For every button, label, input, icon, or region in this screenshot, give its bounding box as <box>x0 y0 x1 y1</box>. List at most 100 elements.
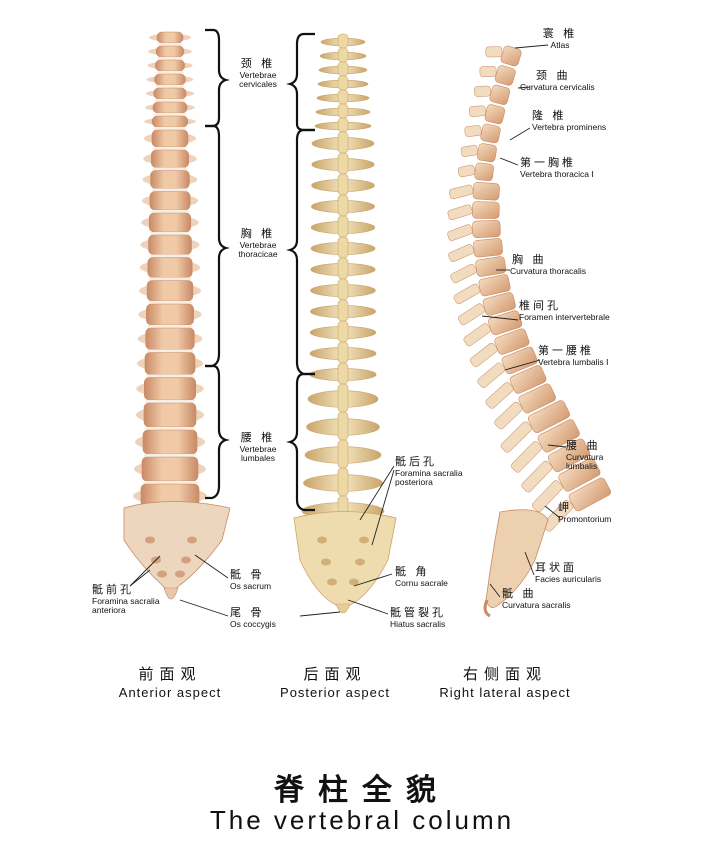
lateral-vertebra <box>450 256 507 284</box>
page-title-zh: 脊柱全貌 <box>274 773 450 808</box>
spinous-process <box>337 47 349 63</box>
lateral-vertebra <box>479 65 516 86</box>
label-thoracic-la2: thoracicae <box>238 249 278 260</box>
label-auricular-zh: 耳状面 <box>535 561 577 574</box>
view-lateral-zh: 右侧面观 <box>462 665 547 683</box>
lateral-vertebral-body <box>472 182 500 201</box>
label-lumbar-zh: 腰 椎 <box>240 431 276 444</box>
spinous-process <box>337 411 349 441</box>
leader-anterior-foramina-2 <box>129 569 151 587</box>
lateral-spinous-process <box>447 204 473 220</box>
spinous-process <box>337 320 349 343</box>
lateral-vertebral-body <box>473 238 503 258</box>
vertebral-body <box>141 456 199 482</box>
vertebral-body <box>151 129 189 148</box>
lateral-vertebra <box>485 45 522 67</box>
lateral-spinous-process <box>479 66 497 78</box>
posterior-sacral-foramen <box>355 558 365 566</box>
lateral-vertebra <box>485 365 547 409</box>
label-hiatus-la: Hiatus sacralis <box>390 618 446 629</box>
label-hiatus-zh: 骶管裂孔 <box>390 606 446 619</box>
lateral-spinous-process <box>470 342 498 368</box>
vertebral-body <box>152 101 188 114</box>
spinous-process <box>337 467 349 497</box>
lateral-spinous-process <box>453 283 481 305</box>
coccyx-anterior <box>163 587 179 600</box>
posterior-sacral-foramen <box>321 558 331 566</box>
intervertebral-disc <box>145 427 195 430</box>
lateral-vertebra <box>521 438 590 493</box>
label-cervical: 颈 椎 Vertebrae cervicales <box>226 57 290 90</box>
label-curv-lumbar-la2: lumbalis <box>566 461 598 472</box>
label-cornu-zh: 骶 角 <box>395 565 430 578</box>
cervical-bracket-right <box>286 32 315 132</box>
leader-cornu <box>353 573 393 587</box>
lateral-spinous-process <box>447 224 473 241</box>
lateral-spinous-process <box>474 85 491 97</box>
label-cornu: 骶 角 Cornu sacrale <box>395 565 448 588</box>
intervertebral-disc <box>150 210 190 213</box>
lateral-vertebral-body <box>568 477 611 512</box>
view-posterior-zh: 后面观 <box>303 665 367 683</box>
vertebral-body <box>145 327 195 350</box>
label-anterior-foramina: 骶前孔 Foramina sacralia anteriora <box>92 583 160 616</box>
label-prominens: 隆 椎 Vertebra prominens <box>532 109 606 132</box>
intervertebral-disc <box>152 167 188 171</box>
lateral-spinous-process <box>521 460 553 493</box>
intervertebral-disc <box>153 127 187 130</box>
leader-sacrum <box>194 554 229 579</box>
label-promontory: 岬 Promontorium <box>558 501 611 524</box>
label-atlas: 寰 椎 Atlas <box>530 27 590 50</box>
label-lumbar1-zh: 第一腰椎 <box>538 344 594 357</box>
sacrum-anterior <box>123 501 231 591</box>
lateral-vertebral-body <box>494 65 516 86</box>
coccyx-lateral <box>483 599 491 618</box>
vertebral-body <box>148 212 192 233</box>
intervertebral-disc <box>147 325 193 328</box>
intervertebral-disc <box>146 374 194 378</box>
label-curv-sacral-la: Curvatura sacralis <box>502 599 571 610</box>
lateral-spinous-process <box>468 105 486 117</box>
vertebral-body <box>155 45 185 58</box>
label-curv-lumbar-la1: Curvatura <box>566 451 604 462</box>
label-thoracic-zh: 胸 椎 <box>240 227 276 240</box>
lateral-spinous-process <box>510 441 543 473</box>
lateral-spinous-process <box>531 480 563 513</box>
label-coccyx-la: Os coccygis <box>230 618 276 629</box>
lateral-vertebra <box>474 84 511 105</box>
label-lumbar: 腰 椎 Vertebrae lumbales <box>226 431 290 464</box>
spinous-process <box>337 236 349 259</box>
posterior-sacral-foramen <box>317 536 327 544</box>
anterior-sacral-foramen <box>175 570 185 578</box>
vertebral-body <box>144 352 196 375</box>
posterior-sacral-foramen <box>349 578 359 586</box>
leader-anterior-foramina <box>129 555 161 587</box>
vertebral-body <box>148 234 192 255</box>
lateral-vertebra <box>453 274 511 305</box>
sacrum-posterior <box>293 511 397 607</box>
label-posterior-foramina-la2: posteriora <box>395 477 433 488</box>
lateral-vertebra <box>460 143 497 163</box>
label-atlas-zh: 寰 椎 <box>542 27 578 40</box>
label-curv-thoracic-la: Curvatura thoracalis <box>510 265 587 276</box>
lateral-vertebra <box>500 400 570 453</box>
lateral-vertebral-body <box>537 419 580 453</box>
label-foramen-intervertebrale: 椎间孔 Foramen intervertebrale <box>519 299 610 322</box>
lateral-vertebra <box>477 346 538 388</box>
intervertebral-disc <box>151 188 189 192</box>
lateral-vertebra <box>494 383 556 430</box>
lateral-vertebra <box>458 292 516 326</box>
intervertebral-disc <box>144 454 196 457</box>
thoracic-bracket-right <box>286 128 315 376</box>
lateral-vertebra <box>468 104 506 125</box>
lateral-vertebra <box>463 310 523 347</box>
lateral-vertebral-body <box>500 45 522 67</box>
spinous-process <box>337 341 349 364</box>
lateral-spinous-process <box>477 362 506 388</box>
leader-foramen <box>481 315 519 321</box>
vertebral-body <box>155 59 185 72</box>
lumbar-bracket-right <box>286 372 315 512</box>
label-cervical-zh: 颈 椎 <box>240 57 276 70</box>
